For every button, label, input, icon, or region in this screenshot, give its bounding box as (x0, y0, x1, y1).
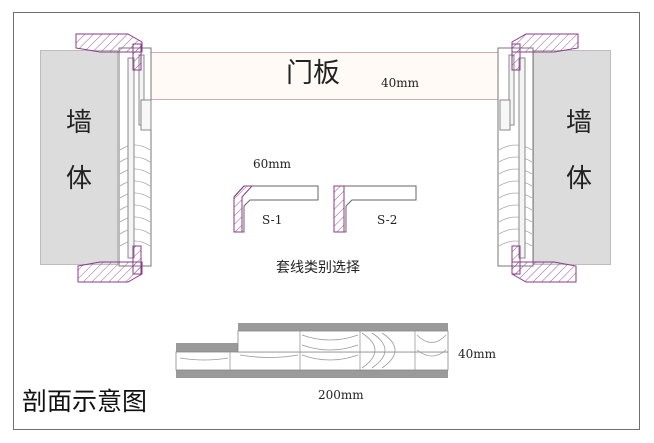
wall-left-label-top: 墙 (66, 108, 93, 138)
wall-right-label-top: 墙 (566, 108, 593, 138)
door-panel (148, 52, 505, 100)
casing-type-caption: 套线类别选择 (276, 260, 360, 276)
casing-profile-s1 (233, 185, 319, 233)
right-jamb (497, 33, 579, 283)
casing-width-label: 60mm (253, 157, 292, 171)
wall-left (40, 50, 118, 265)
wall-right (533, 50, 611, 265)
door-panel-thickness: 40mm (381, 76, 420, 90)
wall-right-label-bottom: 体 (566, 164, 593, 194)
board-width-label: 200mm (318, 388, 364, 402)
casing-profile-s2 (333, 185, 417, 233)
diagram-title: 剖面示意图 (22, 387, 148, 416)
casing-s1-label: S-1 (262, 213, 283, 227)
board-thickness-label: 40mm (458, 347, 497, 361)
wall-left-label-bottom: 体 (66, 164, 93, 194)
left-jamb (75, 33, 152, 283)
door-panel-label: 门板 (286, 58, 340, 89)
board-section (175, 323, 449, 378)
casing-s2-label: S-2 (377, 213, 398, 227)
